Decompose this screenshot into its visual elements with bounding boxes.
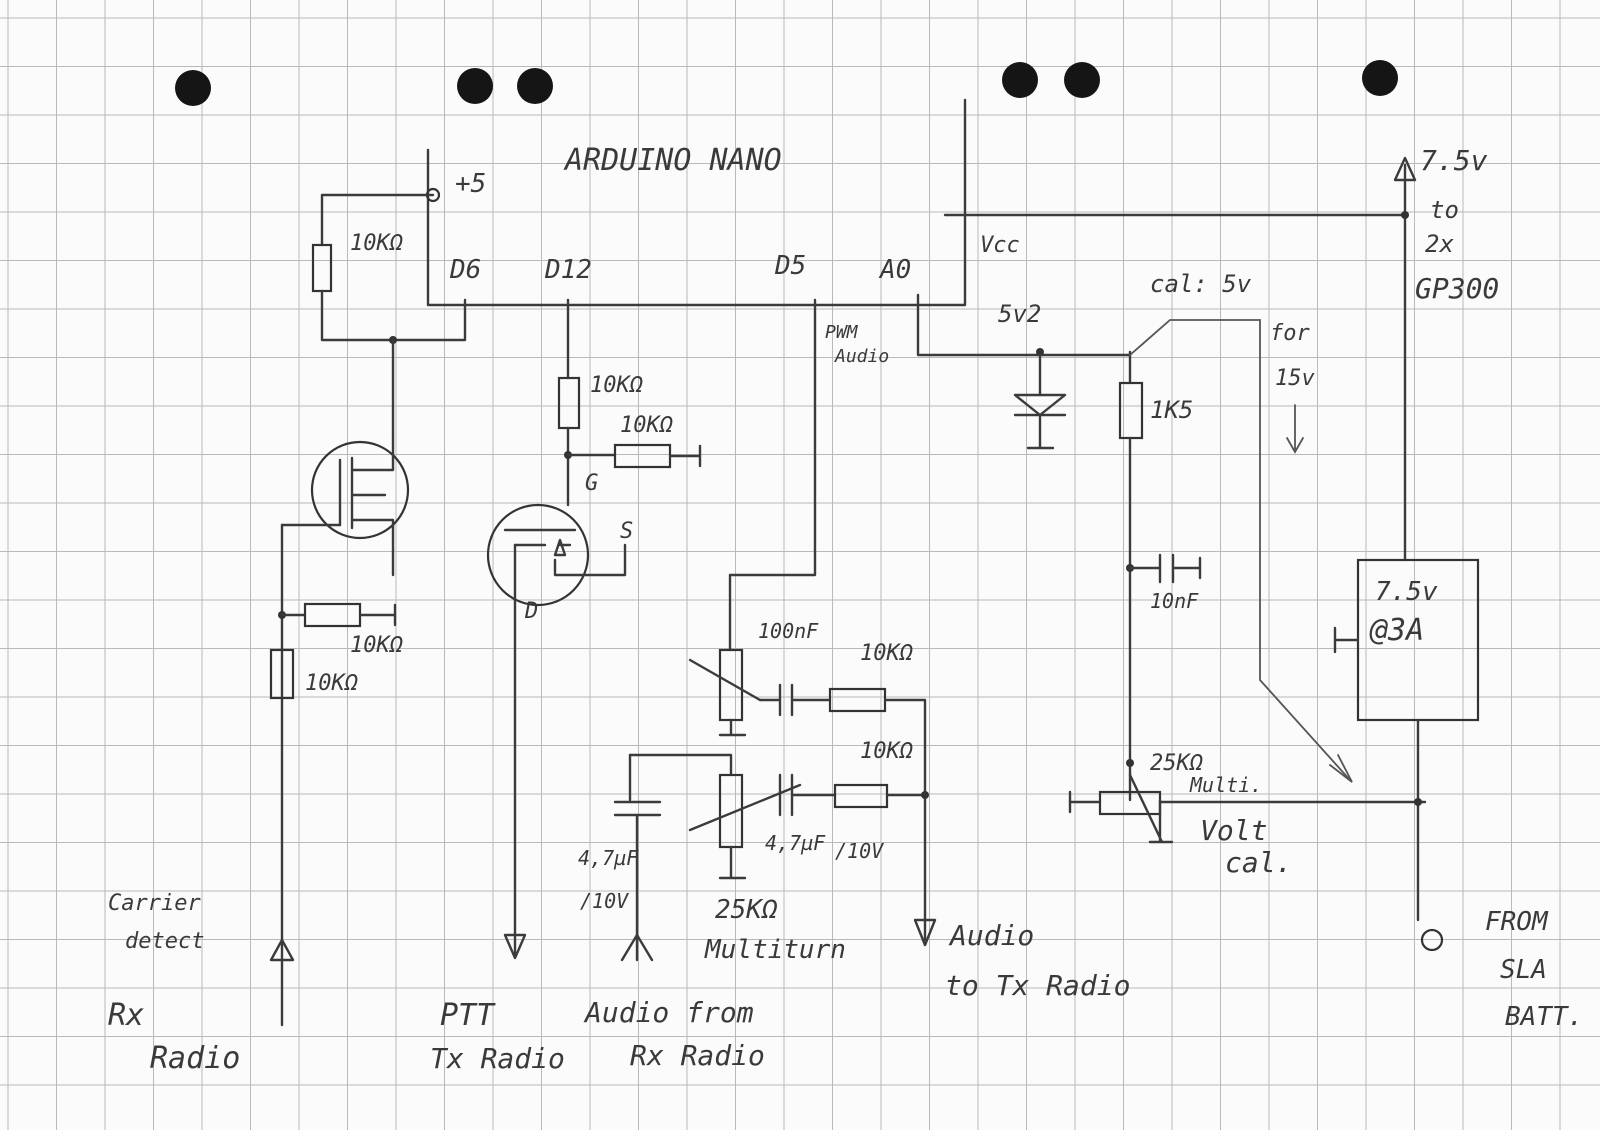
binder-hole <box>457 68 493 104</box>
r4-label: 10KΩ <box>350 633 404 658</box>
audio-circuit <box>613 298 937 962</box>
labels: ARDUINO NANO +5 Vcc 7.5v to 2x GP300 D6 … <box>108 143 1583 1076</box>
reg-voltage: 7.5v <box>1375 577 1438 607</box>
radio-label: Radio <box>150 1041 240 1076</box>
rx-radio-arrow <box>269 938 295 962</box>
r5-label: 10KΩ <box>305 671 359 696</box>
audio-from-radio-label: Rx Radio <box>630 1039 765 1072</box>
audio-from-label: Audio from <box>583 996 754 1029</box>
r2-label: 10KΩ <box>590 373 644 398</box>
pin-d5: D5 <box>774 251 806 281</box>
binder-hole <box>175 70 211 106</box>
binder-hole <box>1002 62 1038 98</box>
multi-label: Multi. <box>1189 773 1262 797</box>
detect-label: detect <box>125 929 204 954</box>
cap2-label: 10nF <box>1150 589 1199 613</box>
binder-hole <box>1064 62 1100 98</box>
audio-to-radio-label: to Tx Radio <box>945 969 1130 1002</box>
zener-label: 5v2 <box>998 300 1041 328</box>
vcc-label: Vcc <box>980 233 1020 258</box>
reg-current: @3A <box>1369 613 1424 648</box>
carrier-detect-circuit <box>269 187 467 1027</box>
volt-label: Volt <box>1200 814 1267 847</box>
binder-holes <box>175 60 1398 106</box>
mosfet-q2 <box>486 503 590 607</box>
r7-label: 10KΩ <box>860 739 914 764</box>
multi-value: 25KΩ <box>1150 751 1204 776</box>
ptt-arrow <box>503 933 527 960</box>
audio-to-label: Audio <box>948 919 1034 952</box>
voltage-sense-circuit <box>916 293 1427 844</box>
ptt-circuit <box>486 298 702 960</box>
binder-hole <box>1362 60 1398 96</box>
v15-label: 15v <box>1275 366 1315 391</box>
cap3-volt-label: /10V <box>580 889 629 913</box>
resistor-audio-1 <box>828 687 887 713</box>
resistor-series <box>269 648 295 700</box>
resistor-ptt-1 <box>557 376 581 430</box>
pullup-resistor <box>311 243 333 293</box>
to-label: to <box>1430 196 1459 224</box>
cap4-label: 4,7µF <box>765 831 826 855</box>
from-label: FROM <box>1485 907 1549 937</box>
sla-label: SLA <box>1500 955 1547 985</box>
resistor-gate <box>303 602 362 628</box>
cap1-label: 100nF <box>758 619 819 643</box>
audio-label: Audio <box>834 346 889 367</box>
cap3-label: 4,7µF <box>578 846 639 870</box>
source-label: S <box>620 519 633 544</box>
multiturn-value: 25KΩ <box>715 895 778 925</box>
mosfet-q1 <box>310 440 410 540</box>
pwm-label: PWM <box>825 322 859 343</box>
cal-small-label: cal. <box>1225 846 1292 879</box>
diagram-title: ARDUINO NANO <box>563 143 782 178</box>
for-label: for <box>1270 321 1310 346</box>
pin-a0: A0 <box>878 255 911 285</box>
carrier-label: Carrier <box>108 891 201 916</box>
cal-label: cal: 5v <box>1150 270 1252 298</box>
drain-label: D <box>524 599 538 624</box>
binder-hole <box>517 68 553 104</box>
battery-terminal <box>1420 928 1444 952</box>
pot-1 <box>718 648 744 722</box>
gate-label: G <box>585 471 598 496</box>
batt-label: BATT. <box>1505 1002 1583 1032</box>
r8-label: 1K5 <box>1150 396 1193 424</box>
gp300-label: GP300 <box>1415 272 1499 305</box>
ptt-label: PTT <box>440 998 496 1033</box>
pin-d12: D12 <box>544 255 592 285</box>
plus5-label: +5 <box>455 169 486 199</box>
rx-label: Rx <box>108 998 144 1033</box>
v75-label: 7.5v <box>1420 144 1488 177</box>
r6-label: 10KΩ <box>860 641 914 666</box>
ptt-radio-label: Tx Radio <box>430 1042 565 1075</box>
audio-from-arrow <box>620 933 654 962</box>
r1-label: 10KΩ <box>350 231 404 256</box>
resistor-ptt-2 <box>613 443 672 469</box>
power-supply-circuit <box>1333 156 1480 952</box>
resistor-audio-2 <box>833 783 889 809</box>
r3-label: 10KΩ <box>620 413 674 438</box>
multiturn-label: Multiturn <box>704 935 846 965</box>
audio-to-arrow <box>913 918 937 947</box>
cap4-volt-label: /10V <box>835 839 884 863</box>
pin-d6: D6 <box>449 255 481 285</box>
x2-label: 2x <box>1425 230 1454 258</box>
arduino-nano-outline <box>426 98 1407 307</box>
